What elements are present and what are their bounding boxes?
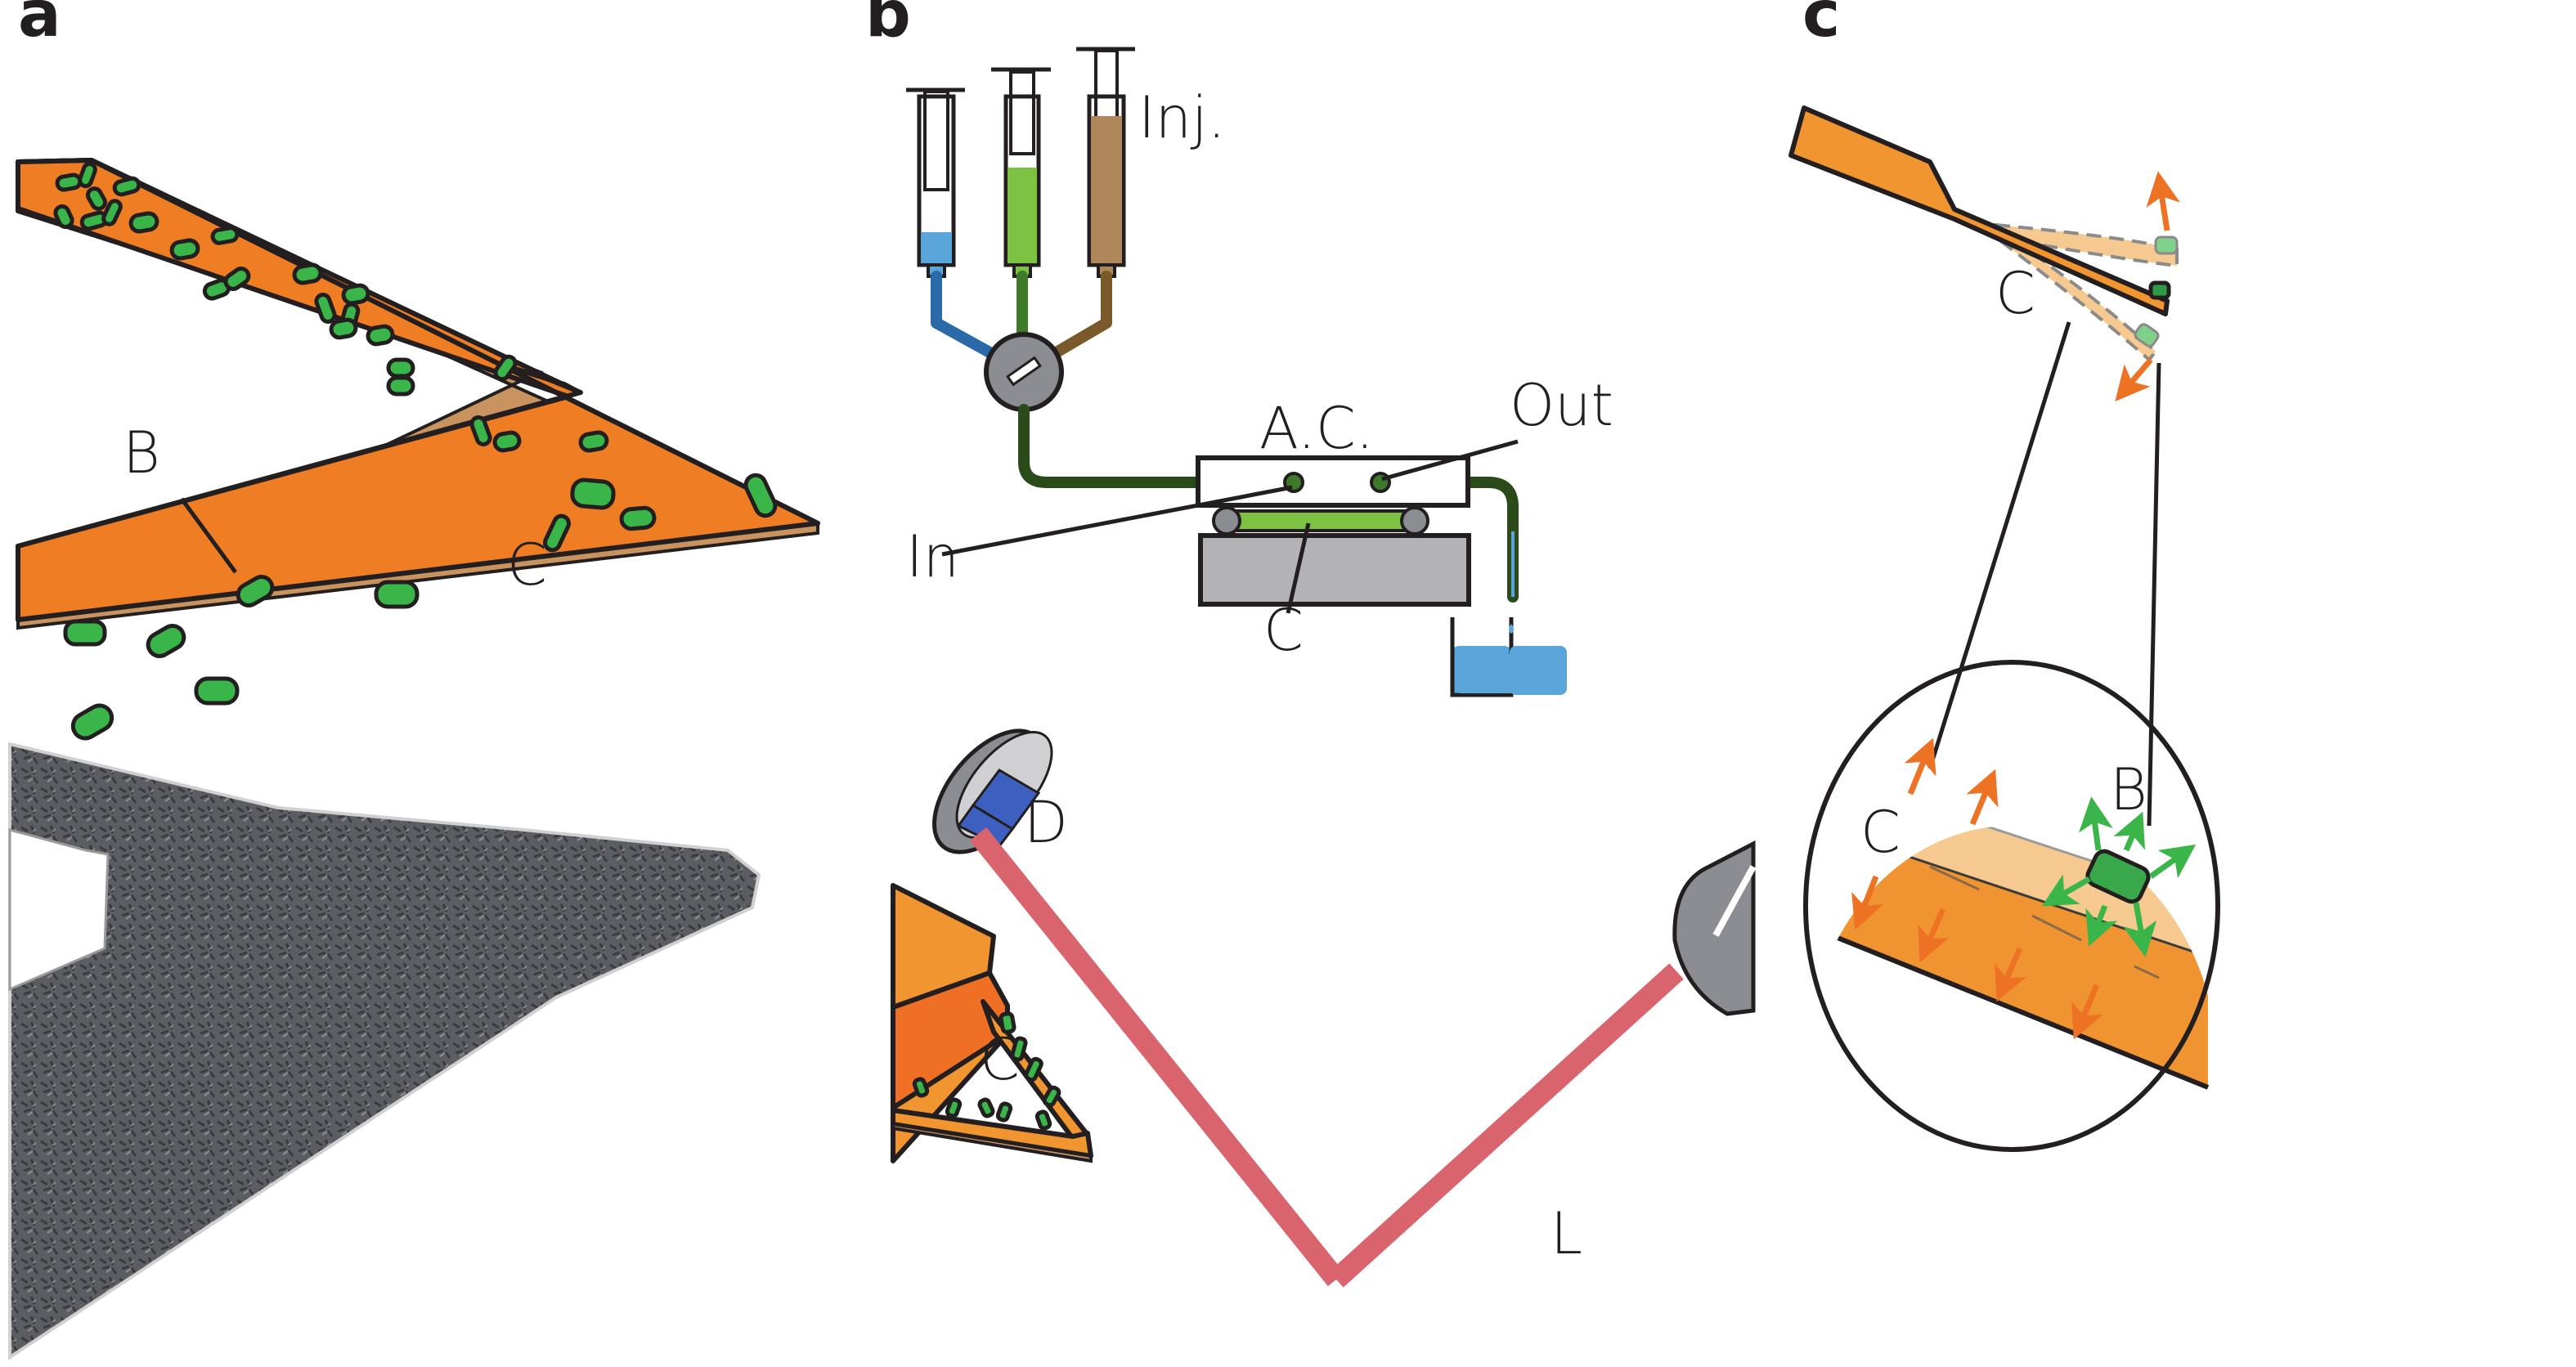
- panel-b: b Inj.: [865, 0, 1757, 1288]
- panel-c-letter: c: [1802, 0, 1840, 52]
- syringe-brown: [1076, 47, 1135, 278]
- bacterium-zoom: [2085, 849, 2151, 904]
- micrograph-photo: [8, 742, 761, 1360]
- panel-a-letter: a: [18, 0, 61, 52]
- label-cantilever-chamber: C: [1263, 597, 1304, 664]
- label-cantilever-chip: C: [980, 1026, 1020, 1093]
- label-cantilever-c-a: C: [507, 531, 547, 598]
- cantilever-shape: [16, 158, 820, 622]
- label-cantilever-c: C: [1995, 260, 2035, 327]
- bacteria-group-a: [53, 161, 778, 741]
- panel-a: a: [8, 0, 820, 1360]
- label-injection: Inj.: [1138, 84, 1226, 151]
- deflection-arrow-down: [2115, 357, 2153, 401]
- waste-beaker: [1450, 617, 1567, 697]
- laser-source: [1672, 840, 1757, 1016]
- valve: [984, 332, 1064, 412]
- panel-c: c C: [1788, 0, 2220, 1152]
- analysis-chamber: [1196, 455, 1471, 607]
- cantilever-side-view: [1788, 105, 2170, 316]
- label-cantilever-zoom: C: [1860, 799, 1901, 866]
- incident-laser-beam: [1329, 963, 1684, 1288]
- reflected-laser-beam: [969, 827, 1345, 1287]
- syringe-green: [991, 67, 1051, 278]
- chamber-base: [1198, 533, 1471, 607]
- label-analysis-chamber: A.C.: [1259, 395, 1374, 462]
- label-detector: D: [1024, 789, 1068, 856]
- deflection-arrow-up: [2146, 171, 2180, 231]
- bacteria-pointer-line: [179, 497, 238, 574]
- bacteria-group-b: [912, 1011, 1061, 1131]
- label-laser: L: [1551, 1200, 1582, 1267]
- label-inlet: In: [906, 523, 959, 590]
- detector: [932, 728, 1053, 854]
- label-bacterium: B: [2110, 756, 2147, 823]
- label-bacteria-b: B: [123, 419, 160, 486]
- syringe-blue: [906, 87, 965, 278]
- label-outlet: Out: [1510, 372, 1613, 439]
- panel-b-letter: b: [865, 0, 911, 52]
